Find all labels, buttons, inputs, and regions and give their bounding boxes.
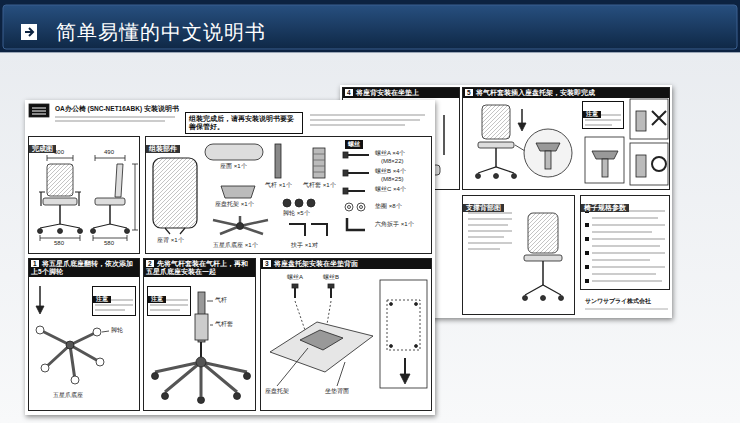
- step-panel: 1将五星爪底座翻转，依次添加上5个脚轮注意: [28, 258, 140, 411]
- callout-number: 2: [146, 260, 154, 267]
- instruction-sheet: OA办公椅 (SNC-NET16ABK) 安装说明书组装完成后，请再安装说明书要…: [25, 100, 435, 415]
- caution-box: 注意: [582, 101, 624, 129]
- part-label: 扶手 ×1对: [291, 242, 318, 249]
- step-header-bar: 1将五星爪底座翻转，依次添加上5个脚轮: [29, 259, 139, 277]
- dimension-label: (M8×22): [381, 158, 404, 165]
- callout-number: 4: [345, 89, 353, 96]
- part-label: 座盘托架 ×1个: [215, 201, 254, 208]
- step-header-bar: 5将气杆套装插入座盘托架，安装即完成: [463, 88, 669, 98]
- finished-view-panel: 完成图: [28, 136, 140, 254]
- part-label: 螺丝B: [323, 274, 339, 281]
- panel-tab: 支撑背部图: [463, 204, 504, 212]
- step-header-bar: 2先将气杆套装在气杆上，再和五星爪底座安装在一起: [144, 259, 255, 277]
- part-label: 座背 ×1个: [157, 237, 184, 244]
- part-label: 脚轮 ×5个: [283, 210, 310, 217]
- caution-box: 注意: [147, 286, 191, 316]
- part-label: 气杆套 ×1个: [303, 182, 336, 189]
- caution-label: 注意: [583, 111, 601, 118]
- sheet-heading: OA办公椅 (SNC-NET16ABK) 安装说明书: [55, 105, 185, 113]
- part-label: 螺丝B ×4个: [375, 168, 406, 175]
- dimension-label: 580: [54, 240, 64, 247]
- callout-number: 3: [263, 260, 271, 267]
- part-label: 座盘托架: [265, 388, 289, 395]
- step-header-bar: 4将座背安装在坐垫上: [343, 88, 459, 98]
- caution-box: 注意: [92, 286, 136, 316]
- spec-panel: 椅子规格参数: [580, 195, 670, 290]
- step-panel: 2先将气杆套装在气杆上，再和五星爪底座安装在一起注意: [143, 258, 256, 411]
- part-label: 五星爪底座: [53, 392, 83, 399]
- part-label: 气杆 ×1个: [265, 182, 292, 189]
- part-label: 五星爪底座 ×1个: [213, 242, 258, 249]
- step-title: 将座背安装在坐垫上: [356, 89, 419, 96]
- part-label: 脚轮: [111, 327, 123, 334]
- part-label: 垫圈 ×8个: [375, 203, 402, 210]
- dimension-label: 580: [104, 240, 114, 247]
- step-title: 将气杆套装插入座盘托架，安装即完成: [476, 89, 595, 96]
- dimension-label: 600: [54, 149, 64, 156]
- sheet-heading: サンワサプライ株式会社: [585, 297, 671, 305]
- part-label: 座面 ×1个: [220, 163, 247, 170]
- part-label: 坐垫背面: [325, 388, 349, 395]
- dimension-label: (M8×25): [381, 176, 404, 183]
- callout-number: 1: [31, 260, 39, 267]
- step-header-bar: 3将座盘托架安装在坐垫背面: [261, 259, 431, 269]
- step-panel: 5将气杆套装插入座盘托架，安装即完成注意: [462, 87, 670, 190]
- caution-label: 注意: [93, 296, 111, 303]
- part-label: 气杆: [215, 297, 227, 304]
- notice-box: 组装完成后，请再安装说明书要妥善保管好。: [185, 112, 303, 134]
- panel-tab: 椅子规格参数: [581, 204, 629, 212]
- panel-tab: 组装部件: [146, 145, 180, 153]
- page-title: 简单易懂的中文说明书: [56, 19, 266, 45]
- step-title: 将座盘托架安装在坐垫背面: [274, 260, 358, 267]
- panel-tab: 完成图: [29, 145, 56, 153]
- part-label: 六角扳手 ×1个: [375, 221, 414, 228]
- caution-label: 注意: [148, 296, 166, 303]
- callout-number: 5: [465, 89, 473, 96]
- notice-text: 组装完成后，请再安装说明书要妥善保管好。: [189, 115, 299, 131]
- screw-tag: 螺丝: [345, 140, 363, 149]
- part-label: 螺丝A ×4个: [375, 150, 405, 157]
- step-title: 将五星爪底座翻转，依次添加上5个脚轮: [31, 260, 133, 275]
- tag-label: 螺丝: [348, 141, 360, 148]
- dimension-label: 490: [104, 149, 114, 156]
- part-label: 气杆套: [215, 321, 233, 328]
- part-label: 螺丝C ×4个: [375, 186, 406, 193]
- back-support-panel: 支撑背部图: [462, 195, 575, 315]
- part-label: 螺丝A: [287, 274, 303, 281]
- step-title: 先将气杆套装在气杆上，再和五星爪底座安装在一起: [146, 260, 248, 275]
